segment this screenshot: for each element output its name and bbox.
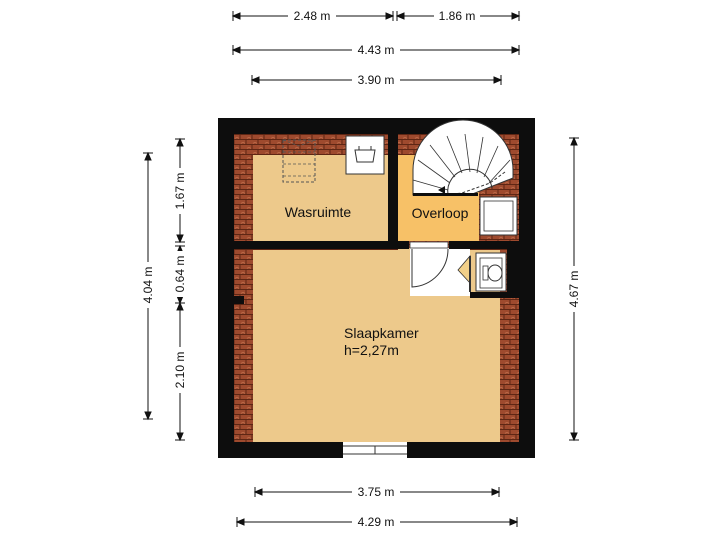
door-frame [409,241,449,249]
room-label-overloop: Overloop [412,205,469,221]
dim-top-right: 1.86 m [439,9,476,23]
attic-hatch [282,139,316,183]
spiral-staircase [412,119,514,196]
door-swing [411,248,449,288]
dim-right-overall: 4.67 m [567,271,581,308]
toilet-wall-right [507,249,519,297]
toilet-wall-bottom [470,292,519,298]
wall-vertical-upper [388,134,398,249]
dim-bottom-inner: 3.75 m [358,485,395,499]
dim-left-middle: 0.64 m [173,256,187,293]
wall-horizontal-left [234,241,409,249]
dim-overall-top: 4.43 m [358,43,395,57]
room-label-wasruimte: Wasruimte [285,204,352,220]
washing-machine-icon [345,135,385,175]
dim-bottom-overall: 4.29 m [358,515,395,529]
dim-top-left: 2.48 m [294,9,331,23]
dimension-labels: 2.48 m 1.86 m 4.43 m 3.90 m 3.75 m 4.29 … [140,8,582,530]
dim-left-overall: 4.04 m [141,267,155,304]
dim-left-lower: 2.10 m [173,352,187,389]
boiler-icon [479,196,518,236]
room-height-slaapkamer: h=2,27m [344,342,399,358]
dim-inner-top: 3.90 m [358,73,395,87]
building [218,118,535,458]
wall-horizontal-right [449,241,519,249]
dim-left-upper: 1.67 m [173,173,187,210]
toilet-icon [487,264,503,282]
room-label-slaapkamer: Slaapkamer [344,325,419,341]
